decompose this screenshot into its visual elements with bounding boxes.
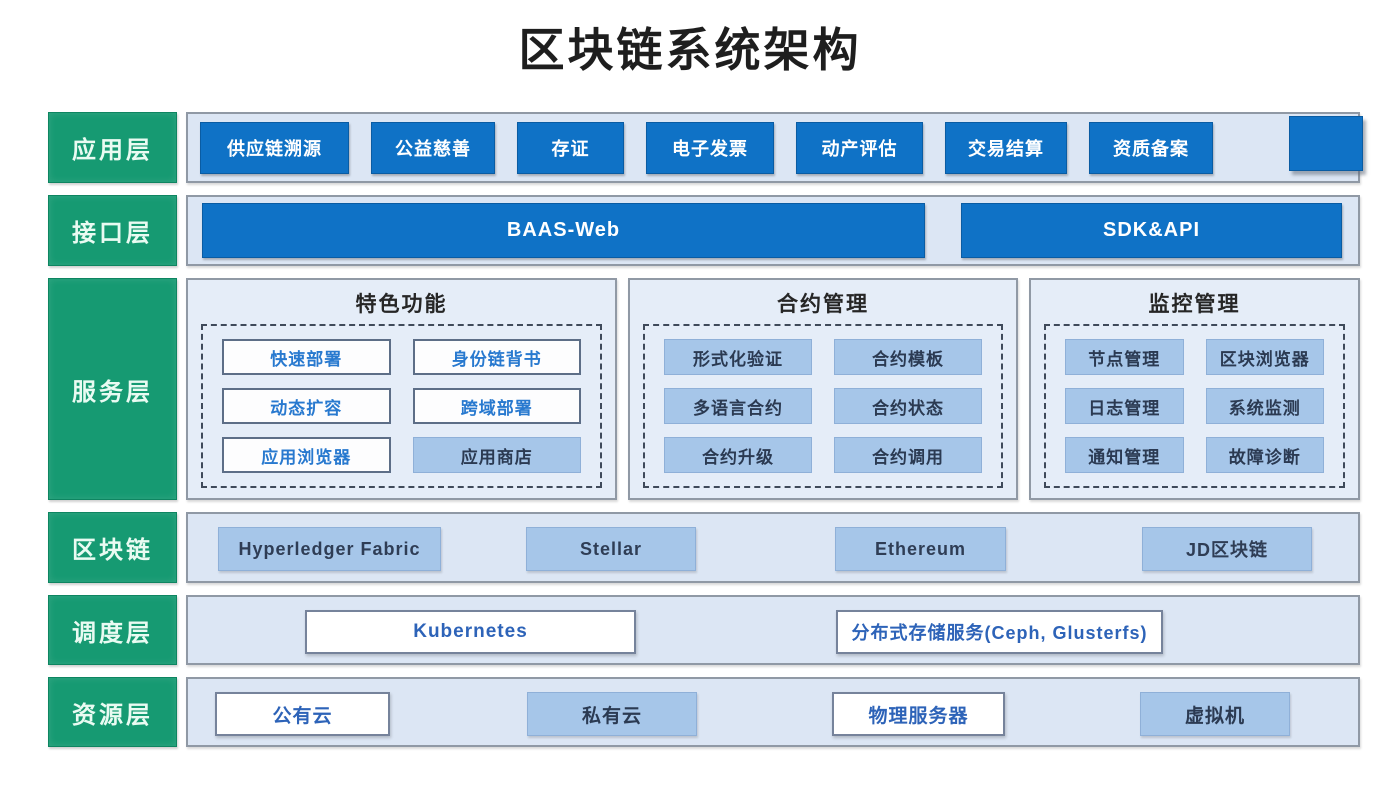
app-box-supply-chain-trace: 供应链溯源 — [200, 121, 349, 174]
chain-box-stellar: Stellar — [526, 527, 696, 571]
service-box-block-explorer: 区块浏览器 — [1205, 339, 1324, 375]
service-group-monitor-mgmt: 监控管理 节点管理 区块浏览器 日志管理 系统监测 通知管理 故障诊断 — [1029, 278, 1360, 500]
layer-row-application: 应用层 供应链溯源 公益慈善 存证 电子发票 动产评估 交易结算 资质备案 — [48, 112, 1363, 183]
service-box-system-monitor: 系统监测 — [1205, 388, 1324, 424]
service-box-app-store: 应用商店 — [412, 437, 581, 473]
service-box-dynamic-scaling: 动态扩容 — [222, 388, 391, 424]
service-box-contract-template: 合约模板 — [834, 339, 982, 375]
service-box-notification-mgmt: 通知管理 — [1065, 437, 1184, 473]
service-panels: 特色功能 快速部署 身份链背书 动态扩容 跨域部署 应用浏览器 应用商店 合约管… — [186, 278, 1360, 500]
layer-label-scheduling: 调度层 — [48, 595, 177, 665]
service-box-formal-verification: 形式化验证 — [664, 339, 812, 375]
chain-box-hyperledger-fabric: Hyperledger Fabric — [218, 527, 441, 571]
sched-box-kubernetes: Kubernetes — [305, 610, 636, 654]
app-box-transaction-settlement: 交易结算 — [945, 121, 1067, 174]
layer-label-service: 服务层 — [48, 278, 177, 500]
app-box-e-invoice: 电子发票 — [646, 121, 774, 174]
service-box-fault-diagnosis: 故障诊断 — [1205, 437, 1324, 473]
diagram-grid: 应用层 供应链溯源 公益慈善 存证 电子发票 动产评估 交易结算 资质备案 接口… — [48, 112, 1363, 759]
layer-row-resource: 资源层 公有云 私有云 物理服务器 虚拟机 — [48, 677, 1360, 747]
app-box-charity: 公益慈善 — [371, 121, 495, 174]
app-box-evidence-storage: 存证 — [517, 121, 624, 174]
layer-row-scheduling: 调度层 Kubernetes 分布式存储服务(Ceph, Glusterfs) — [48, 595, 1360, 665]
sched-box-distributed-storage: 分布式存储服务(Ceph, Glusterfs) — [836, 610, 1163, 654]
blockchain-architecture-diagram: 区块链系统架构 应用层 供应链溯源 公益慈善 存证 电子发票 动产评估 交易结算… — [0, 0, 1380, 747]
service-box-identity-chain-endorsement: 身份链背书 — [412, 339, 581, 375]
service-box-cross-domain-deploy: 跨域部署 — [412, 388, 581, 424]
service-box-contract-state: 合约状态 — [834, 388, 982, 424]
service-box-node-mgmt: 节点管理 — [1065, 339, 1184, 375]
service-box-multilang-contract: 多语言合约 — [664, 388, 812, 424]
service-box-app-browser: 应用浏览器 — [222, 437, 391, 473]
service-group-features: 特色功能 快速部署 身份链背书 动态扩容 跨域部署 应用浏览器 应用商店 — [186, 278, 617, 500]
layer-label-blockchain: 区块链 — [48, 512, 177, 583]
interface-box-baas-web: BAAS-Web — [202, 203, 925, 258]
page-title: 区块链系统架构 — [518, 24, 862, 76]
app-box-qualification-filing: 资质备案 — [1089, 121, 1213, 174]
service-group-dashed-box: 节点管理 区块浏览器 日志管理 系统监测 通知管理 故障诊断 — [1044, 324, 1345, 488]
layer-label-resource: 资源层 — [48, 677, 177, 747]
service-box-quick-deploy: 快速部署 — [222, 339, 391, 375]
chain-box-ethereum: Ethereum — [835, 527, 1006, 571]
layer-row-blockchain: 区块链 Hyperledger Fabric Stellar Ethereum … — [48, 512, 1360, 583]
service-box-contract-invoke: 合约调用 — [834, 437, 982, 473]
app-box-clipped — [1289, 116, 1363, 171]
layer-label-interface: 接口层 — [48, 195, 177, 266]
service-group-title: 特色功能 — [355, 293, 448, 316]
blockchain-panel: Hyperledger Fabric Stellar Ethereum JD区块… — [186, 512, 1360, 583]
app-box-asset-evaluation: 动产评估 — [796, 121, 923, 174]
service-box-log-mgmt: 日志管理 — [1065, 388, 1184, 424]
resource-box-private-cloud: 私有云 — [527, 692, 697, 736]
application-panel: 供应链溯源 公益慈善 存证 电子发票 动产评估 交易结算 资质备案 — [186, 112, 1363, 183]
chain-box-jd-blockchain: JD区块链 — [1142, 527, 1312, 571]
service-group-title: 合约管理 — [777, 293, 869, 316]
resource-panel: 公有云 私有云 物理服务器 虚拟机 — [186, 677, 1360, 747]
service-group-dashed-box: 快速部署 身份链背书 动态扩容 跨域部署 应用浏览器 应用商店 — [201, 324, 602, 488]
scheduling-panel: Kubernetes 分布式存储服务(Ceph, Glusterfs) — [186, 595, 1360, 665]
resource-box-virtual-machine: 虚拟机 — [1140, 692, 1290, 736]
service-group-contract-mgmt: 合约管理 形式化验证 合约模板 多语言合约 合约状态 合约升级 合约调用 — [628, 278, 1018, 500]
interface-panel: BAAS-Web SDK&API — [186, 195, 1360, 266]
layer-row-interface: 接口层 BAAS-Web SDK&API — [48, 195, 1360, 266]
interface-box-sdk-api: SDK&API — [961, 203, 1342, 258]
service-group-title: 监控管理 — [1148, 293, 1241, 316]
resource-box-physical-server: 物理服务器 — [832, 692, 1005, 736]
service-group-dashed-box: 形式化验证 合约模板 多语言合约 合约状态 合约升级 合约调用 — [643, 324, 1003, 488]
layer-label-application: 应用层 — [48, 112, 177, 183]
resource-box-public-cloud: 公有云 — [215, 692, 390, 736]
layer-row-service: 服务层 特色功能 快速部署 身份链背书 动态扩容 跨域部署 应用浏览器 应用商店… — [48, 278, 1360, 500]
service-box-contract-upgrade: 合约升级 — [664, 437, 812, 473]
